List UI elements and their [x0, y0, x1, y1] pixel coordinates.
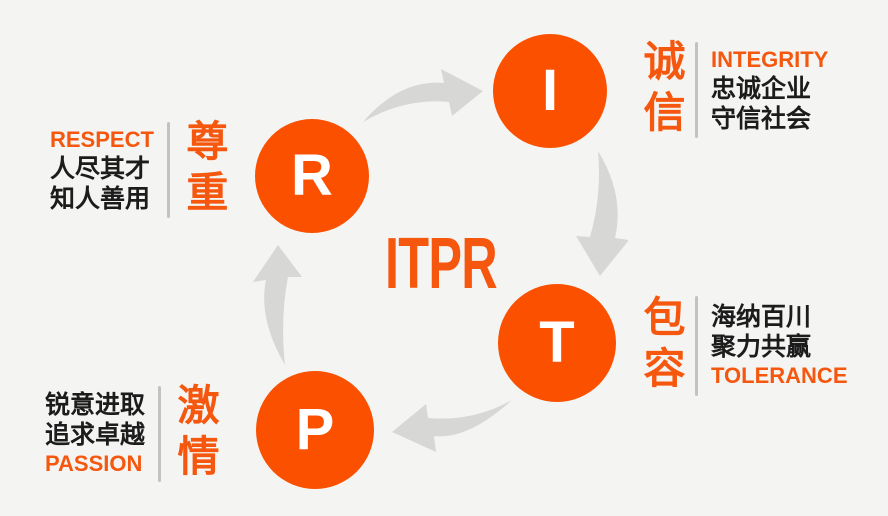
- circle-integrity: I: [493, 34, 607, 148]
- respect-detail: RESPECT 人尽其才 知人善用: [50, 126, 154, 214]
- passion-detail: 锐意进取 追求卓越 PASSION: [45, 390, 145, 478]
- circle-letter-p: P: [295, 397, 335, 462]
- divider: [695, 296, 698, 396]
- passion-cn-title: 激情: [172, 383, 220, 485]
- arrow-t-to-p-icon: [392, 400, 512, 452]
- tolerance-desc-line2: 聚力共赢: [711, 333, 812, 361]
- passion-desc-line2: 追求卓越: [45, 421, 146, 449]
- circle-letter-i: I: [541, 58, 559, 123]
- circle-tolerance: T: [498, 284, 616, 402]
- circle-letter-r: R: [291, 143, 333, 208]
- divider: [695, 42, 698, 138]
- value-group-passion: 锐意进取 追求卓越 PASSION 激情: [45, 383, 220, 485]
- tolerance-en-label: TOLERANCE: [711, 363, 848, 388]
- arrow-i-to-t-icon: [576, 151, 628, 276]
- value-group-respect: RESPECT 人尽其才 知人善用 尊重: [50, 119, 228, 221]
- passion-en-label: PASSION: [45, 451, 143, 476]
- value-group-integrity: 诚信 INTEGRITY 忠诚企业 守信社会: [638, 39, 828, 141]
- respect-desc-line2: 知人善用: [50, 185, 151, 213]
- divider: [158, 386, 162, 482]
- tolerance-desc-line1: 海纳百川: [711, 303, 812, 331]
- respect-desc-line1: 人尽其才: [50, 155, 151, 183]
- integrity-desc-line2: 守信社会: [711, 105, 812, 133]
- tolerance-cn-title: 包容: [638, 295, 685, 397]
- integrity-detail: INTEGRITY 忠诚企业 守信社会: [711, 46, 828, 134]
- circle-letter-t: T: [539, 310, 575, 375]
- circle-respect: R: [255, 119, 369, 233]
- tolerance-detail: 海纳百川 聚力共赢 TOLERANCE: [711, 302, 848, 390]
- diagram-title: ITPR: [385, 224, 498, 304]
- value-group-tolerance: 包容 海纳百川 聚力共赢 TOLERANCE: [638, 295, 848, 397]
- integrity-desc-line1: 忠诚企业: [711, 75, 812, 103]
- arrow-r-to-i-icon: [363, 69, 483, 122]
- circle-passion: P: [256, 371, 374, 489]
- integrity-cn-title: 诚信: [638, 39, 685, 141]
- respect-cn-title: 尊重: [180, 119, 228, 221]
- integrity-en-label: INTEGRITY: [711, 47, 829, 72]
- respect-en-label: RESPECT: [50, 127, 154, 152]
- arrow-p-to-r-icon: [253, 245, 302, 365]
- divider: [166, 122, 170, 218]
- passion-desc-line1: 锐意进取: [45, 391, 146, 419]
